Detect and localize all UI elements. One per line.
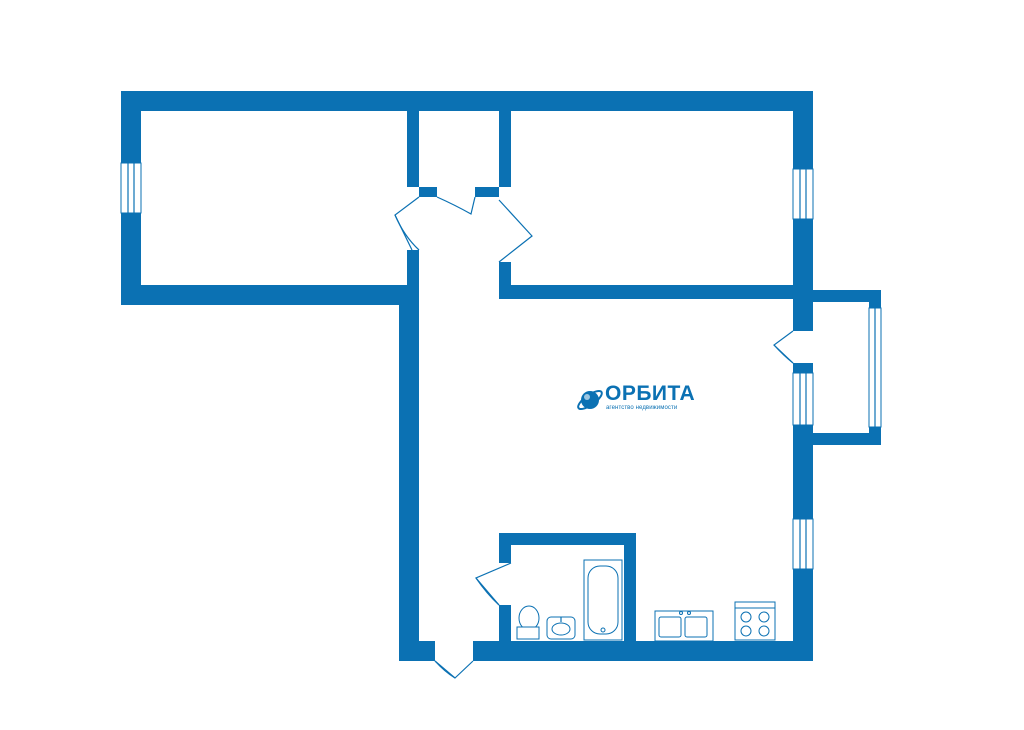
windows bbox=[120, 162, 882, 570]
kitchen-sink-icon bbox=[654, 610, 714, 642]
doors bbox=[394, 196, 794, 679]
planet-orbit-icon bbox=[577, 389, 603, 411]
toilet-icon bbox=[516, 605, 540, 640]
stove-icon bbox=[734, 601, 776, 641]
logo-tagline: агентство недвижимости bbox=[606, 405, 678, 411]
walls bbox=[121, 91, 881, 661]
sink-icon bbox=[546, 616, 576, 640]
kitchen-fixtures bbox=[654, 601, 776, 642]
bathtub-icon bbox=[583, 559, 623, 641]
bathroom-fixtures bbox=[516, 559, 623, 641]
logo-title: ОРБИТА bbox=[605, 382, 696, 405]
